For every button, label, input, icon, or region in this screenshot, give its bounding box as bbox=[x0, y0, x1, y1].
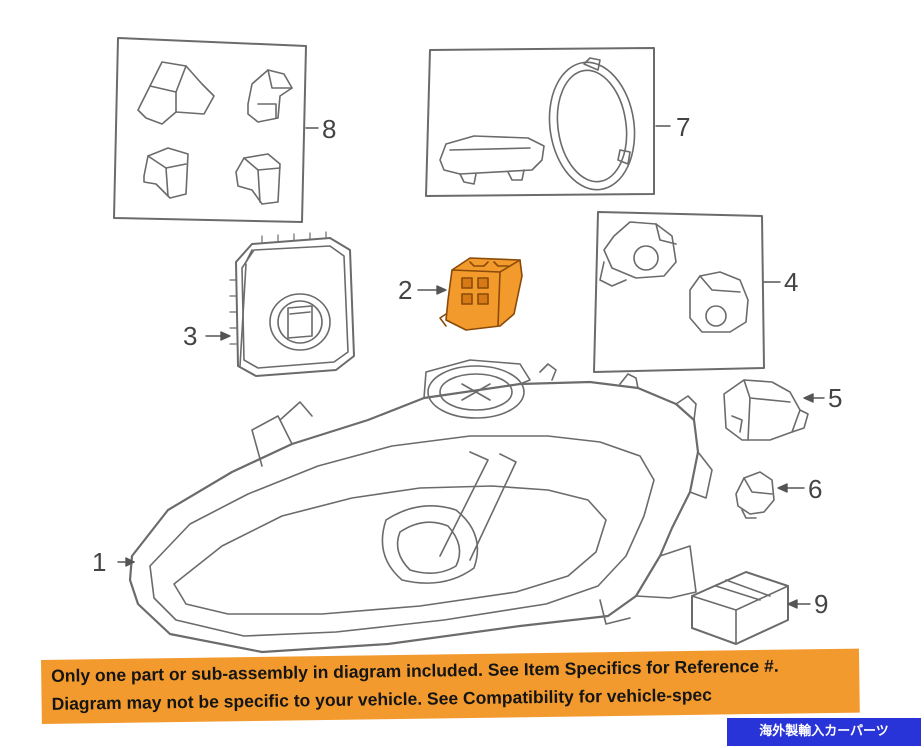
callout-1: 1 bbox=[92, 547, 107, 577]
seller-badge: 海外製輸入カーパーツ bbox=[727, 718, 921, 746]
callout-6: 6 bbox=[808, 474, 823, 504]
leader-lines bbox=[117, 125, 825, 609]
callout-2: 2 bbox=[398, 275, 413, 305]
part-3-ballast-module bbox=[229, 231, 355, 377]
part-7-socket-ring-box bbox=[425, 47, 655, 197]
callout-3: 3 bbox=[183, 321, 198, 351]
part-8-brackets-box bbox=[113, 37, 307, 223]
part-2-connector-highlighted bbox=[439, 257, 523, 331]
callout-9: 9 bbox=[814, 589, 829, 619]
part-1-headlamp-assembly bbox=[128, 359, 713, 654]
part-9-box bbox=[691, 571, 789, 645]
disclaimer-line-2: Diagram may not be specific to your vehi… bbox=[51, 684, 713, 714]
part-6-bulb bbox=[735, 471, 775, 519]
callout-5: 5 bbox=[828, 383, 843, 413]
part-4-adjusters-box bbox=[593, 211, 765, 373]
callout-4: 4 bbox=[784, 267, 799, 297]
callout-8: 8 bbox=[322, 114, 337, 144]
disclaimer-line-1: Only one part or sub-assembly in diagram… bbox=[51, 655, 779, 686]
disclaimer-banner: Only one part or sub-assembly in diagram… bbox=[41, 648, 860, 724]
callout-7: 7 bbox=[676, 112, 691, 142]
part-5-bulb-holder bbox=[723, 379, 809, 441]
